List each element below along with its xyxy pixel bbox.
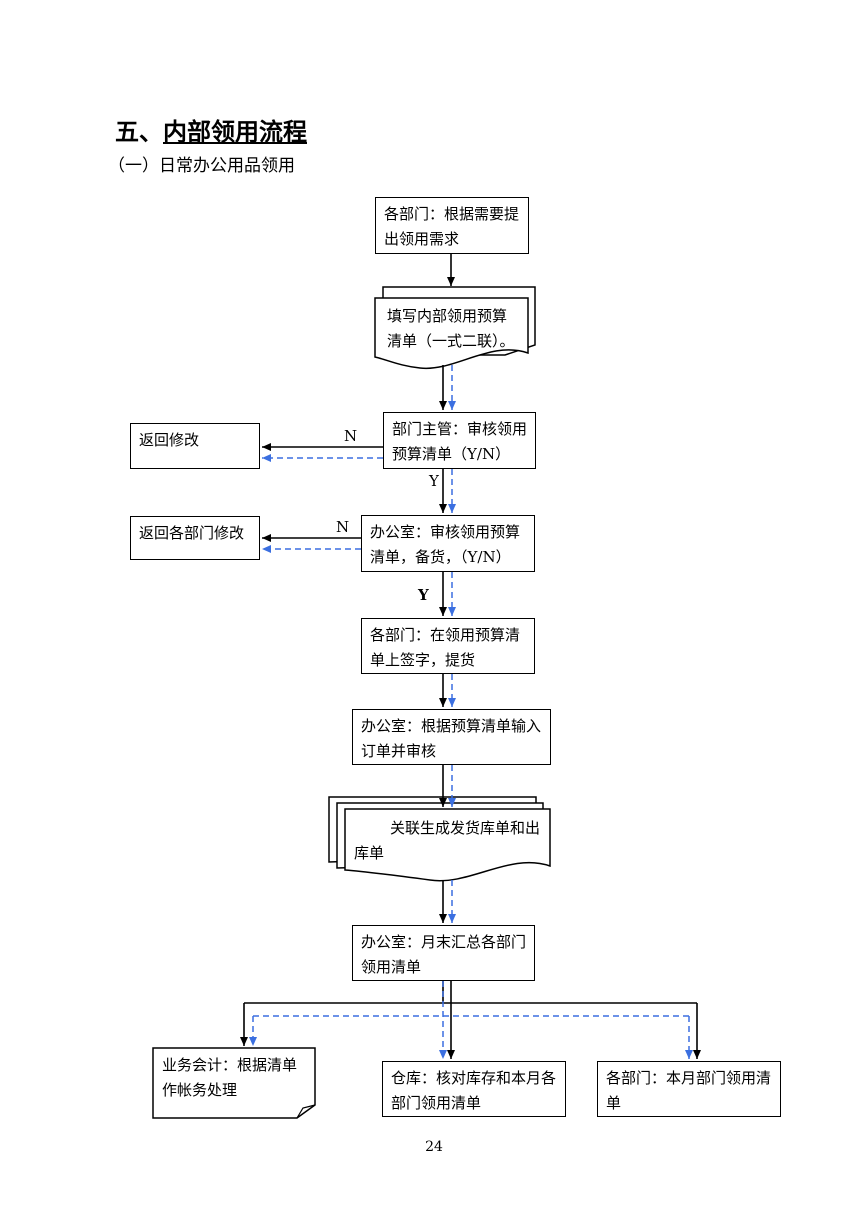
node-office-monthly-summary: 办公室：月末汇总各部门领用清单 bbox=[352, 925, 535, 981]
page-number: 24 bbox=[425, 1139, 443, 1155]
node-accounting: 业务会计：根据清单作帐务处理 bbox=[162, 1056, 298, 1099]
node-dept-monthly-list: 各部门：本月部门领用清单 bbox=[597, 1061, 781, 1117]
node-dept-sign-pickup: 各部门：在领用预算清单上签字，提货 bbox=[361, 618, 535, 674]
multidoc-shape-front bbox=[344, 808, 551, 882]
label-yes-office: Y bbox=[418, 586, 429, 604]
document-shape-front bbox=[374, 297, 529, 370]
node-submit-request: 各部门：根据需要提出领用需求 bbox=[375, 197, 529, 254]
node-manager-review: 部门主管：审核领用预算清单（Y/N） bbox=[383, 412, 536, 469]
title-main: 内部领用流程 bbox=[163, 118, 307, 146]
section-subtitle: （一）日常办公用品领用 bbox=[108, 156, 295, 176]
node-return-dept-modify: 返回各部门修改 bbox=[130, 516, 260, 560]
node-return-modify: 返回修改 bbox=[130, 423, 260, 469]
title-prefix: 五、 bbox=[115, 118, 163, 146]
node-generate-delivery: 关联生成发货库单和出库单 bbox=[354, 819, 541, 862]
node-office-review: 办公室：审核领用预算清单，备货，（Y/N） bbox=[361, 515, 535, 572]
node-fill-budget-list: 填写内部领用预算清单（一式二联）。 bbox=[387, 307, 515, 350]
note-fold bbox=[296, 1104, 316, 1119]
label-no-office: N bbox=[336, 518, 350, 536]
note-shape bbox=[152, 1047, 316, 1119]
label-no-manager: N bbox=[344, 427, 358, 445]
node-warehouse-check: 仓库：核对库存和本月各部门领用清单 bbox=[382, 1061, 566, 1117]
label-yes-manager: Y bbox=[429, 472, 439, 490]
node-office-input-order: 办公室：根据预算清单输入订单并审核 bbox=[352, 709, 551, 765]
section-title: 五、内部领用流程 bbox=[115, 112, 307, 147]
